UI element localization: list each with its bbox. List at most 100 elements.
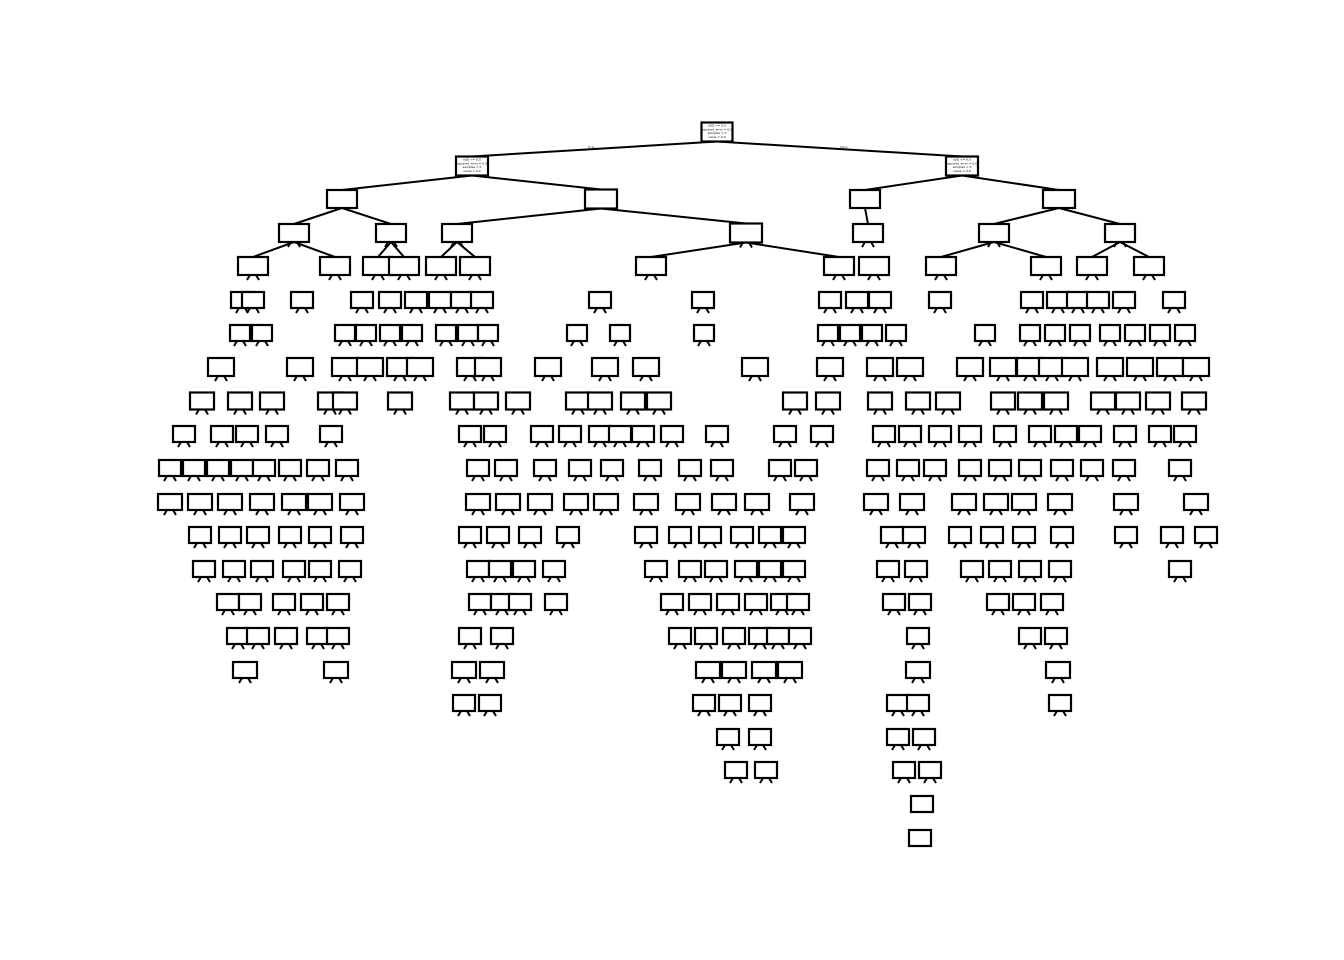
tree-node-box <box>469 290 495 310</box>
tree-node <box>476 323 500 343</box>
tree-node-box <box>191 559 217 579</box>
tree-node-box <box>677 559 703 579</box>
branch-label-false: False <box>840 145 848 149</box>
tree-node-box <box>458 255 492 277</box>
tree-node-box <box>677 458 703 478</box>
tree-node <box>237 592 263 612</box>
tree-node <box>950 492 978 512</box>
tree-node <box>1103 222 1137 244</box>
tree-node <box>215 592 241 612</box>
tree-node-box <box>822 255 856 277</box>
tree-node-box <box>529 424 555 444</box>
tree-node-box <box>1065 290 1091 310</box>
tree-node-box <box>1159 525 1185 545</box>
tree-node <box>1029 255 1063 277</box>
tree-node <box>677 458 703 478</box>
tree-node <box>703 559 729 579</box>
tree-node-text: samples = 0 <box>463 165 482 169</box>
tree-node-box <box>667 626 693 646</box>
tree-node <box>848 188 882 210</box>
tree-node <box>464 492 492 512</box>
tree-node-box <box>955 356 985 378</box>
tree-node <box>209 424 235 444</box>
tree-node-box <box>1111 290 1137 310</box>
tree-node <box>973 323 997 343</box>
tree-node-box <box>533 356 563 378</box>
tree-node-box <box>717 693 743 713</box>
tree-node <box>747 727 773 747</box>
tree-node-box <box>318 255 352 277</box>
tree-node-box <box>250 323 274 343</box>
tree-node-box <box>871 424 897 444</box>
tree-node-box <box>884 323 908 343</box>
tree-node-box <box>1172 424 1198 444</box>
tree-node <box>909 794 935 814</box>
tree-node-box <box>377 290 403 310</box>
tree-node-box <box>592 492 620 512</box>
tree-node <box>590 356 620 378</box>
tree-node-box <box>285 356 315 378</box>
tree-node-box <box>844 290 870 310</box>
tree-node <box>1123 323 1147 343</box>
tree-node <box>374 222 408 244</box>
tree-node <box>905 626 931 646</box>
tree-node <box>608 323 632 343</box>
tree-edge <box>1058 207 1121 225</box>
tree-node <box>844 290 870 310</box>
tree-node <box>781 525 807 545</box>
tree-node <box>264 424 290 444</box>
tree-node-box <box>687 592 713 612</box>
tree-node <box>924 255 958 277</box>
tree-node <box>234 424 260 444</box>
tree-node <box>857 255 891 277</box>
tree-node <box>587 290 613 310</box>
tree-node-text: squared_error = 0.0 <box>457 161 487 165</box>
tree-node-text: squared_error = 0.0 <box>702 127 732 131</box>
tree-node-box <box>477 693 503 713</box>
tree-node <box>526 492 554 512</box>
tree-node <box>1167 458 1193 478</box>
tree-node-box <box>451 693 477 713</box>
tree-node-box <box>693 626 719 646</box>
tree-node-box <box>1113 525 1139 545</box>
tree-node-box <box>703 559 729 579</box>
tree-node <box>917 760 943 780</box>
tree-node <box>814 391 842 411</box>
tree-node <box>1046 492 1074 512</box>
tree-node-box <box>405 356 435 378</box>
tree-node <box>440 222 474 244</box>
tree-node-box <box>225 626 251 646</box>
tree-node <box>987 458 1013 478</box>
tree-node <box>305 626 331 646</box>
tree-node-box <box>156 492 184 512</box>
tree-node <box>339 525 365 545</box>
tree-node-box <box>1161 290 1187 310</box>
tree-node <box>987 559 1013 579</box>
tree-node-text: x[0] <= 0.0 <box>953 158 971 162</box>
tree-node <box>788 492 816 512</box>
tree-node-box <box>897 424 923 444</box>
tree-node-box <box>911 727 937 747</box>
tree-node <box>330 356 360 378</box>
tree-node <box>767 458 793 478</box>
tree-node-box <box>354 323 378 343</box>
tree-edge <box>600 207 747 225</box>
tree-node <box>985 592 1011 612</box>
tree-node-box <box>743 592 769 612</box>
tree-node-box <box>434 323 458 343</box>
tree-node <box>156 492 184 512</box>
tree-node-box <box>1010 492 1038 512</box>
tree-node-box <box>733 559 759 579</box>
tree-node <box>1159 525 1185 545</box>
tree-node <box>1193 525 1219 545</box>
tree-node-box <box>674 492 702 512</box>
tree-node <box>451 693 477 713</box>
tree-node <box>1047 559 1073 579</box>
tree-node <box>1049 458 1075 478</box>
tree-node <box>507 592 533 612</box>
tree-node <box>377 290 403 310</box>
tree-node-box <box>1180 391 1208 411</box>
tree-node <box>457 626 483 646</box>
tree-node-box <box>1147 424 1173 444</box>
tree-node-box <box>1060 356 1090 378</box>
